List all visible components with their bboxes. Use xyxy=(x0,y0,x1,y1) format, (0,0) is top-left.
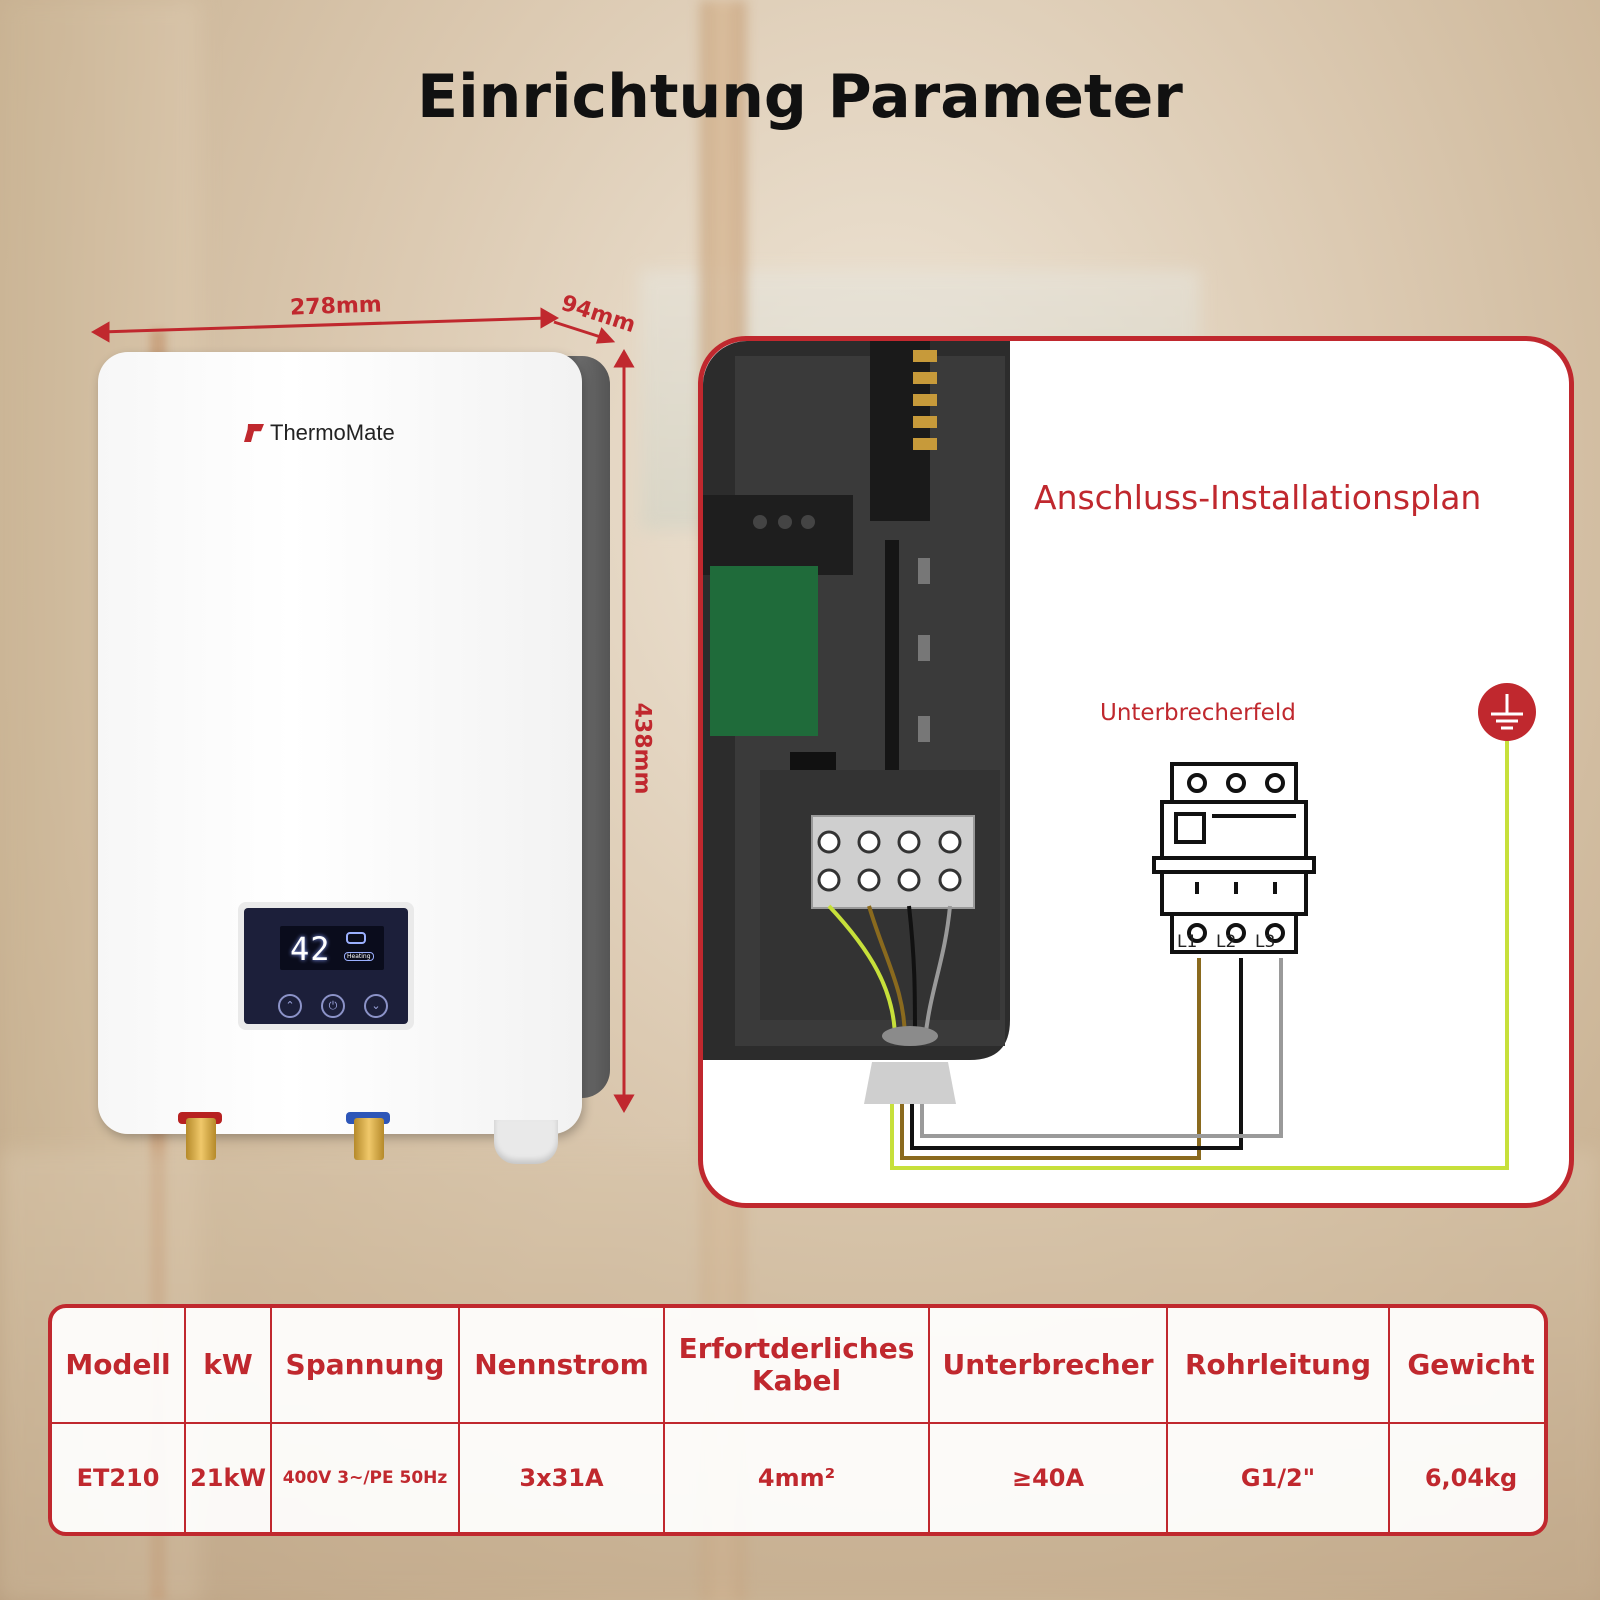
terminal-label-l1: L1 xyxy=(1177,932,1198,952)
brand-name: ThermoMate xyxy=(270,420,395,445)
shower-icon xyxy=(346,932,366,944)
cell-rohrleitung: G1/2" xyxy=(1166,1422,1390,1532)
terminal-label-l3: L3 xyxy=(1255,932,1276,952)
cell-unterbrecher: ≥40A xyxy=(928,1422,1168,1532)
brand-logo: ThermoMate xyxy=(244,420,395,446)
header-gewicht: Gewicht xyxy=(1388,1308,1544,1424)
cell-nennstrom: 3x31A xyxy=(458,1422,665,1532)
cell-gewicht: 6,04kg xyxy=(1388,1422,1544,1532)
wiring-title: Anschluss-Installationsplan xyxy=(1034,478,1482,517)
display-status: Heating xyxy=(344,952,374,961)
breaker-label: Unterbrecherfeld xyxy=(1100,700,1296,726)
header-nennstrom: Nennstrom xyxy=(458,1308,665,1424)
cable-gland xyxy=(494,1120,558,1164)
display-temperature: 42 xyxy=(290,930,331,968)
lcd-display: 42 Heating xyxy=(280,926,384,970)
parameter-table: Modell kW Spannung Nennstrom Erfortderli… xyxy=(48,1304,1548,1536)
up-arrow-icon[interactable]: ⌃ xyxy=(278,994,302,1018)
header-kabel: Erfortderliches Kabel xyxy=(663,1308,930,1424)
header-unterbrecher: Unterbrecher xyxy=(928,1308,1168,1424)
cold-water-fitting xyxy=(354,1118,384,1160)
cell-kabel: 4mm² xyxy=(663,1422,930,1532)
table-header-row: Modell kW Spannung Nennstrom Erfortderli… xyxy=(52,1308,1544,1424)
ground-icon xyxy=(1478,683,1536,741)
header-rohrleitung: Rohrleitung xyxy=(1166,1308,1390,1424)
cell-modell: ET210 xyxy=(52,1422,186,1532)
down-arrow-icon[interactable]: ⌄ xyxy=(364,994,388,1018)
hot-water-fitting xyxy=(186,1118,216,1160)
power-icon[interactable]: ⏻ xyxy=(321,994,345,1018)
terminal-label-l2: L2 xyxy=(1216,932,1237,952)
control-panel: 42 Heating ⌃ ⏻ ⌄ xyxy=(238,902,414,1030)
table-row: ET210 21kW 400V 3~/PE 50Hz 3x31A 4mm² ≥4… xyxy=(52,1422,1544,1532)
header-spannung: Spannung xyxy=(270,1308,460,1424)
page-title: Einrichtung Parameter xyxy=(417,62,1183,132)
cell-spannung: 400V 3~/PE 50Hz xyxy=(270,1422,460,1532)
cell-kw: 21kW xyxy=(184,1422,272,1532)
header-modell: Modell xyxy=(52,1308,186,1424)
header-kw: kW xyxy=(184,1308,272,1424)
